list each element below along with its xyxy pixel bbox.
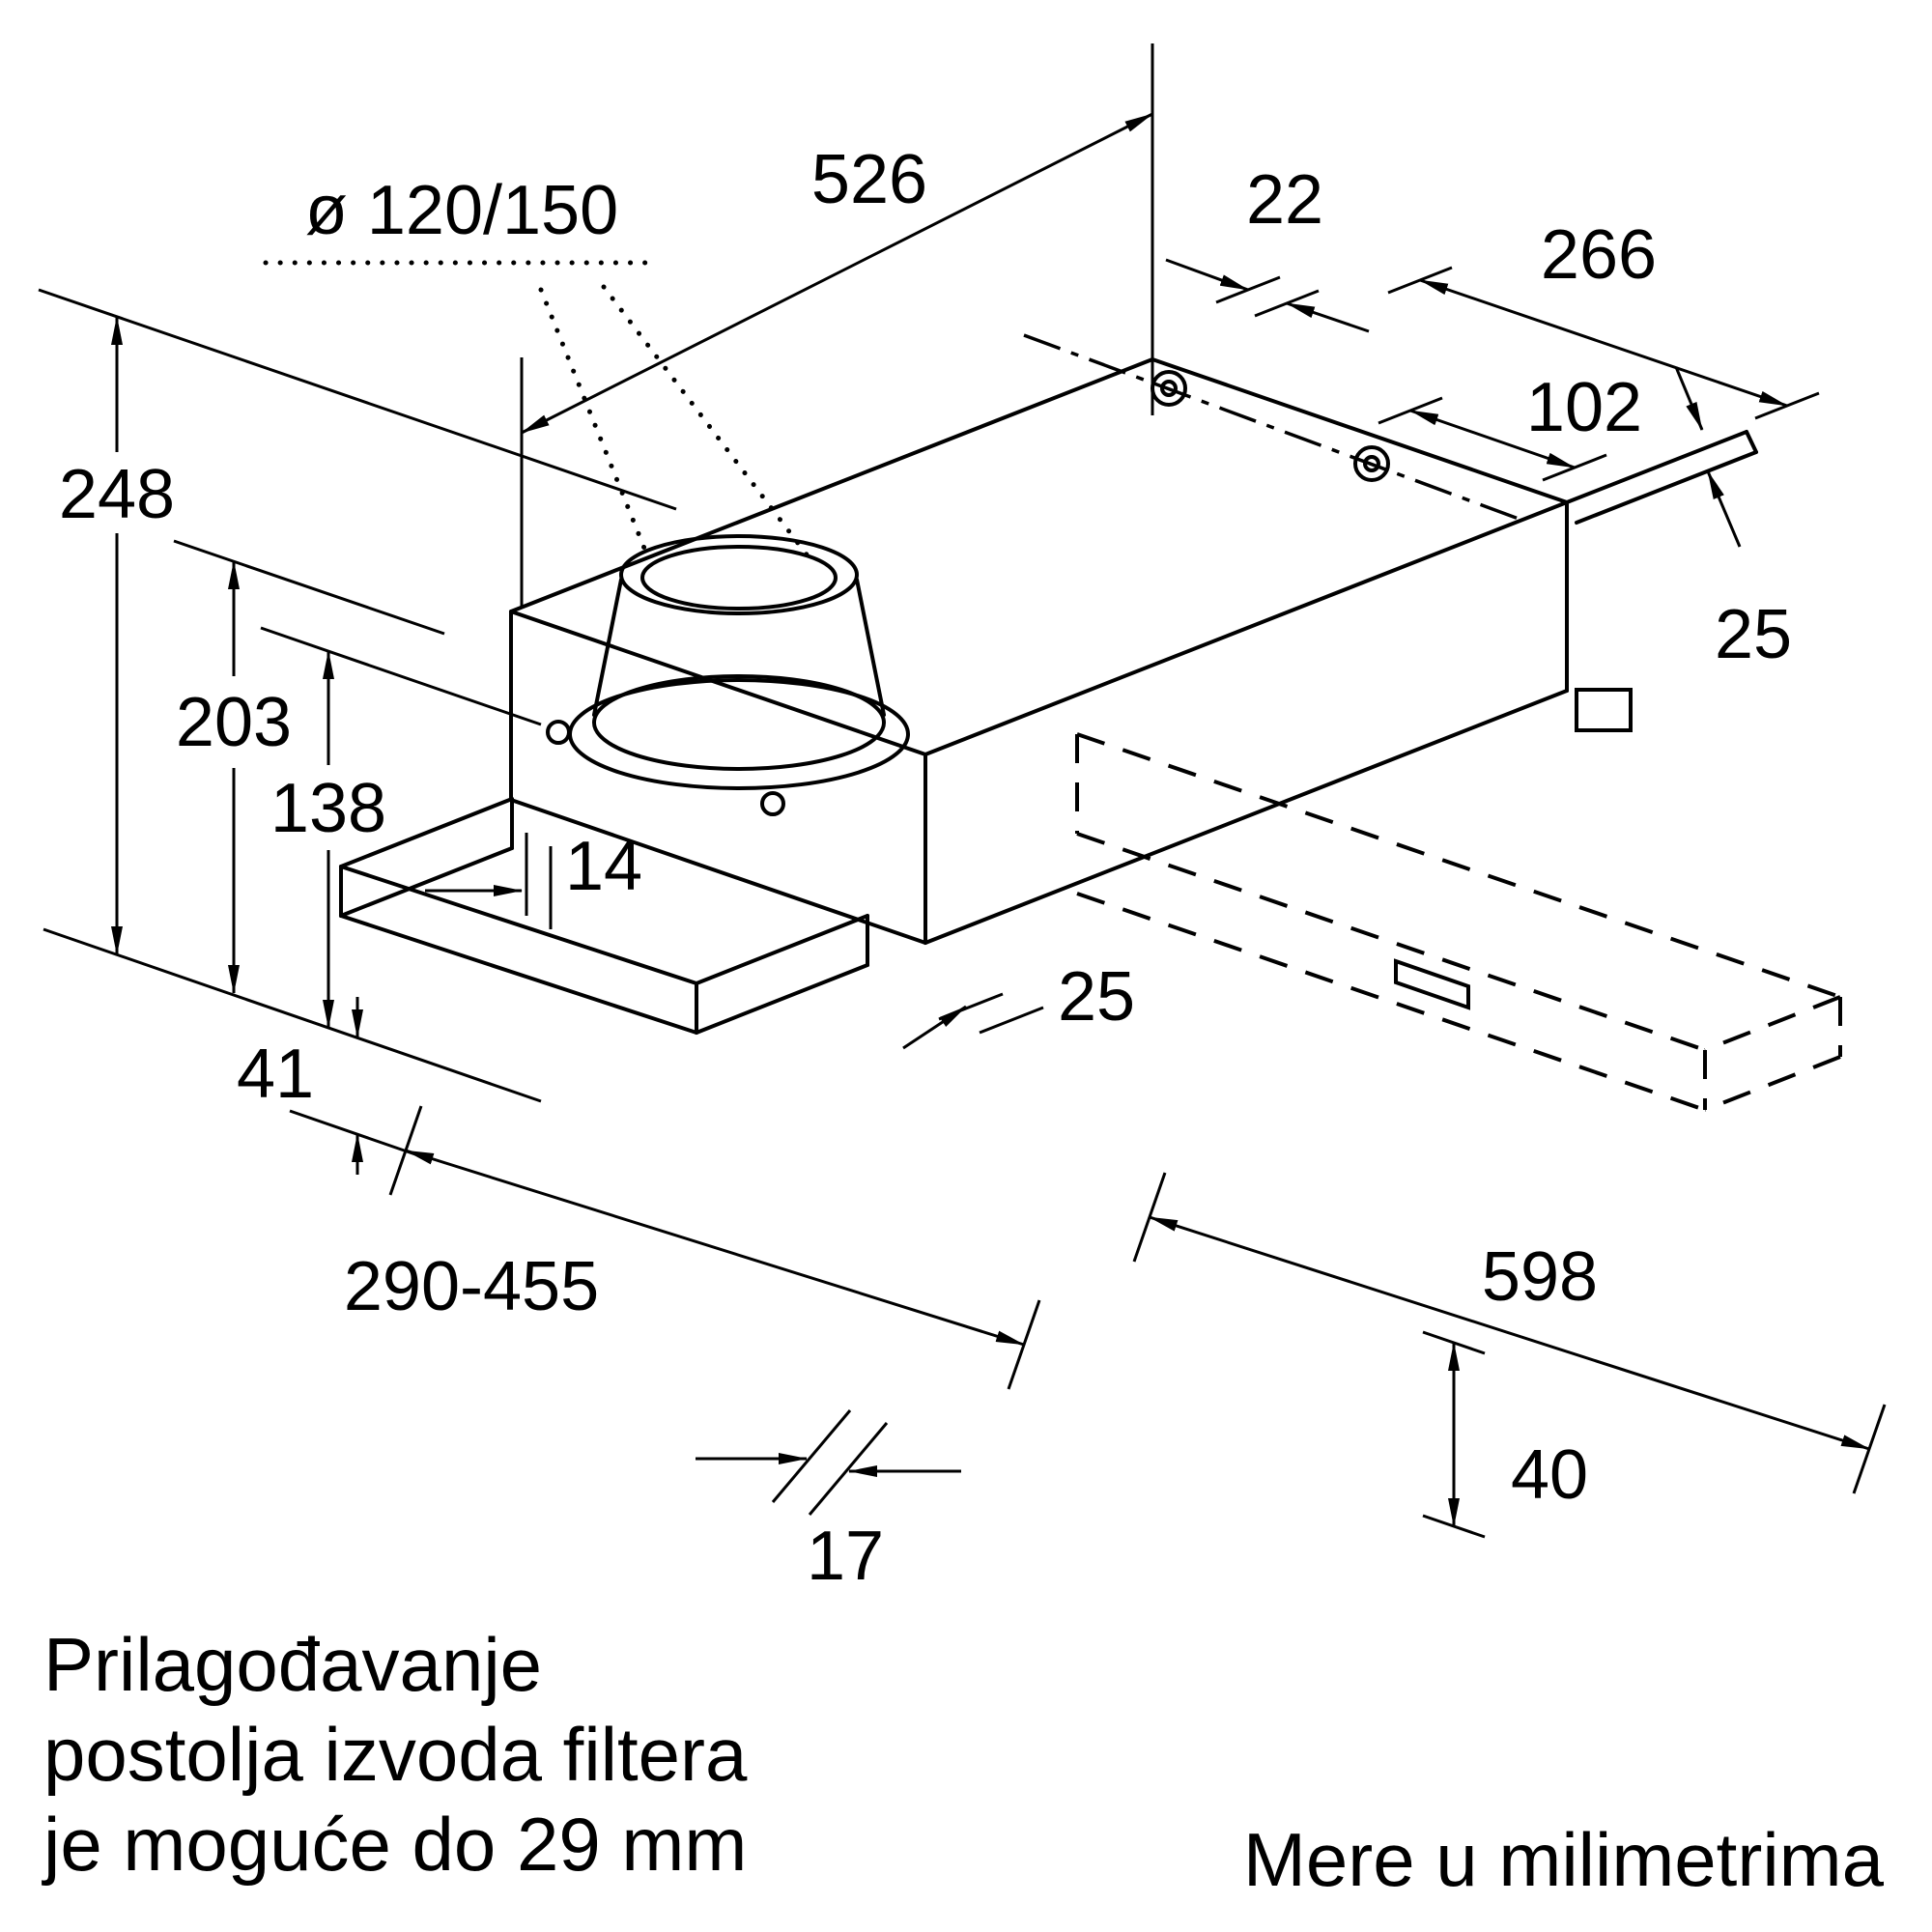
adjust-note-line2: postolja izvoda filtera — [43, 1712, 748, 1797]
units-note: Mere u milimetrima — [1243, 1817, 1885, 1902]
dimension-lines — [38, 43, 1887, 1539]
dim-duct-diameter: ø 120/150 — [305, 172, 618, 249]
hood-body — [509, 357, 1758, 945]
dim-back-width: 266 — [1541, 216, 1657, 294]
mounting-screws — [1023, 333, 1527, 524]
dim-back-offset: 22 — [1246, 161, 1323, 239]
dim-depth: 526 — [811, 141, 927, 218]
dim-total-width: 598 — [1482, 1238, 1598, 1316]
dim-flange-width: 25 — [1715, 596, 1792, 673]
dim-telescopic-range: 290-455 — [344, 1248, 599, 1325]
screw-icon — [1353, 445, 1390, 482]
mounting-bracket — [1575, 688, 1633, 732]
duct-leader-lines — [263, 260, 812, 563]
dim-total-height: 248 — [59, 456, 175, 533]
notes: Prilagođavanje postolja izvoda filtera j… — [42, 1622, 1885, 1902]
dim-body-height: 203 — [176, 684, 292, 761]
dim-visor-height: 41 — [237, 1036, 314, 1113]
dim-filter-offset: 25 — [1058, 958, 1135, 1036]
dim-front-gap: 14 — [565, 828, 642, 905]
collar-tab-front — [760, 791, 785, 816]
dim-drawer-thickness: 40 — [1511, 1436, 1588, 1514]
duct-collar — [546, 534, 910, 816]
adjust-note-line3: je moguće do 29 mm — [42, 1802, 747, 1887]
extended-drawer-outline — [1075, 732, 1842, 1112]
adjust-note-line1: Prilagođavanje — [43, 1622, 542, 1707]
dim-front-height: 138 — [270, 770, 386, 847]
collar-tab-left — [546, 720, 571, 745]
pull-out-visor — [339, 797, 869, 1035]
drawer-switch — [1394, 958, 1470, 1010]
dim-side-gap: 17 — [807, 1518, 884, 1595]
dim-bracket-spacing: 102 — [1526, 369, 1642, 446]
dimension-labels: ø 120/150 526 22 266 102 248 203 138 14 … — [59, 141, 1792, 1595]
